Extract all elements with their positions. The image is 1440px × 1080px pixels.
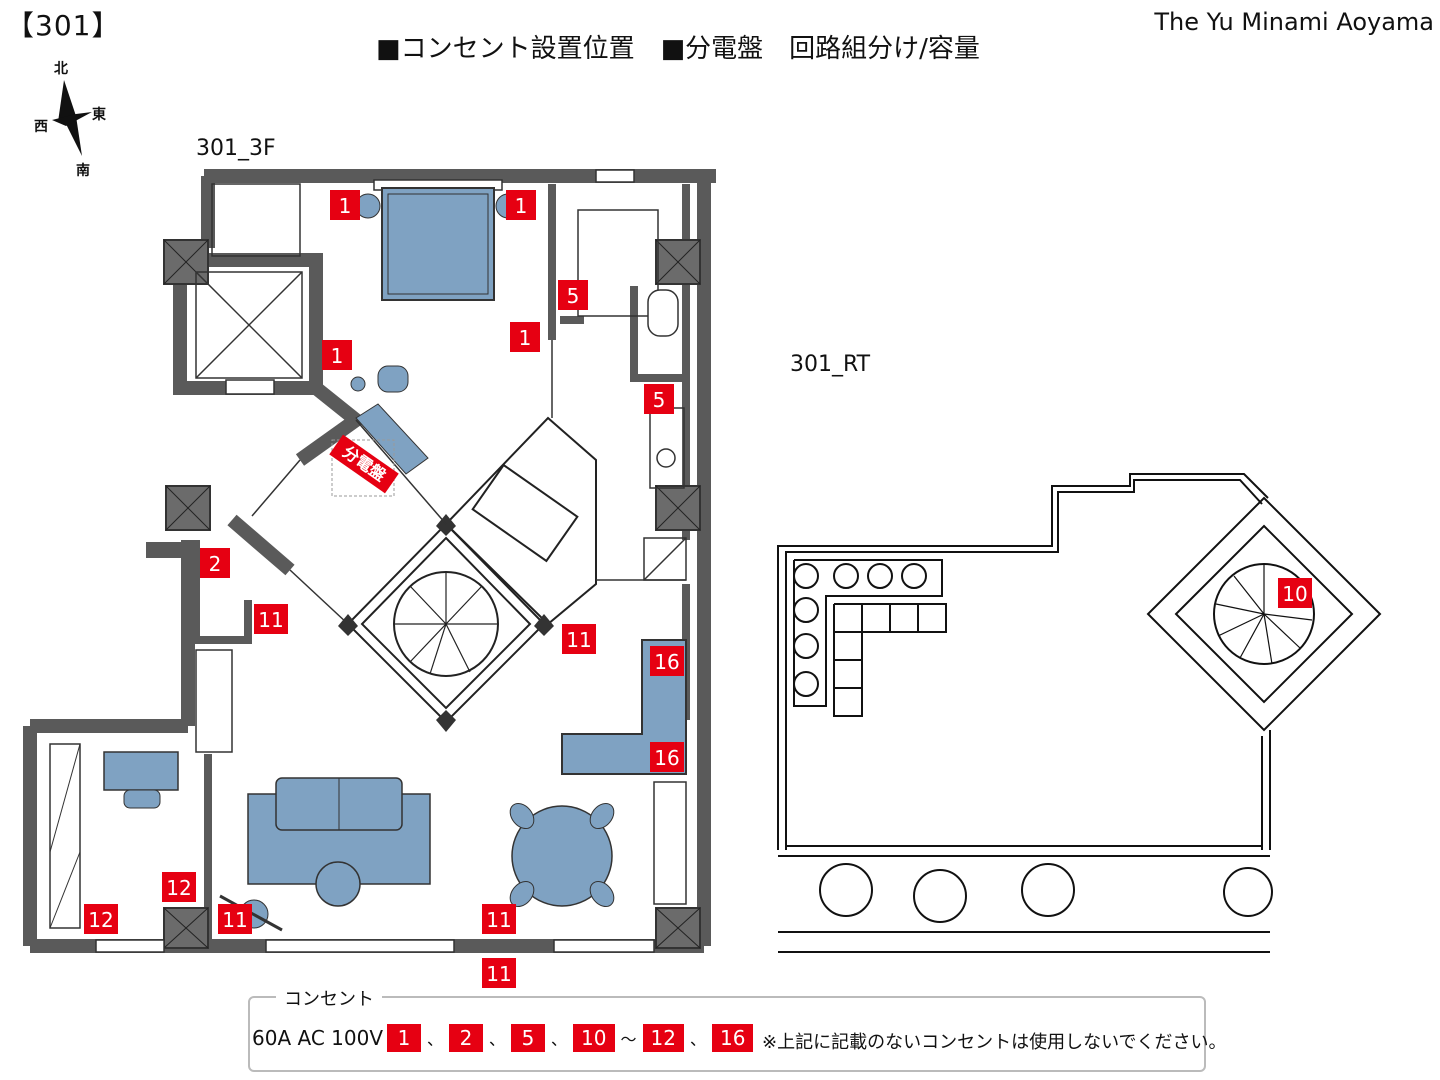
outlet-number: 1 (519, 326, 532, 350)
page-title: ■コンセント設置位置 ■分電盤 回路組分け/容量 (376, 34, 980, 64)
legend-separator: 、 (489, 1030, 506, 1049)
legend-row: 60A AC 100V 1 、 2 、 5 、 10 ～ 12 、 16 (252, 1020, 754, 1056)
legend-spec: 60A AC 100V (252, 1026, 383, 1050)
outlet-badge (558, 280, 588, 310)
outlet-number: 10 (1282, 582, 1307, 606)
outlet-badge (644, 384, 674, 414)
legend-separator: 、 (427, 1030, 444, 1049)
outlet-badge (330, 190, 360, 220)
legend-box (248, 996, 1206, 1072)
compass-west: 西 (34, 119, 48, 135)
legend-title: コンセント (276, 985, 382, 1011)
outlet-number: 2 (209, 552, 222, 576)
outlet-number: 11 (222, 908, 247, 932)
legend-chip: 12 (642, 1024, 684, 1052)
outlet-number: 11 (258, 608, 283, 632)
outlet-number: 1 (515, 194, 528, 218)
outlet-number: 11 (486, 962, 511, 986)
outlet-number: 16 (654, 650, 679, 674)
outlet-number: 11 (486, 908, 511, 932)
outlet-badge (650, 646, 684, 676)
outlet-number: 12 (88, 908, 113, 932)
outlet-badge (482, 958, 516, 988)
legend-chip: 10 (573, 1024, 615, 1052)
outlet-badge (562, 624, 596, 654)
outlet-badge (84, 904, 118, 934)
outlet-number: 12 (166, 876, 191, 900)
outlet-badge (650, 742, 684, 772)
legend-note: ※上記に記載のないコンセントは使用しないでください。 (762, 1032, 1227, 1053)
outlet-badge (162, 872, 196, 902)
outlet-badge (1278, 578, 1312, 608)
floor-label-rt: 301_RT (790, 352, 871, 377)
unit-number: 【301】 (6, 9, 121, 42)
legend-chip: 16 (711, 1024, 754, 1052)
outlet-badge (506, 190, 536, 220)
outlet-badge (218, 904, 252, 934)
outlet-badge (200, 548, 230, 578)
outlet-number: 11 (566, 628, 591, 652)
outlet-badge (510, 322, 540, 352)
compass-south: 南 (76, 163, 90, 179)
outlet-number: 1 (331, 344, 344, 368)
legend-chip: 2 (449, 1024, 484, 1052)
outlet-badge (322, 340, 352, 370)
outlet-number: 5 (653, 388, 666, 412)
legend-separator: 、 (689, 1030, 706, 1049)
legend-separator: ～ (620, 1030, 637, 1049)
brand-name: The Yu Minami Aoyama (1154, 8, 1434, 36)
floor-label-3f: 301_3F (196, 136, 276, 161)
legend-chip: 1 (387, 1024, 421, 1052)
legend-separator: 、 (551, 1030, 568, 1049)
compass-east: 東 (92, 107, 106, 123)
outlet-number: 1 (339, 194, 352, 218)
outlet-number: 16 (654, 746, 679, 770)
outlet-badge (482, 904, 516, 934)
outlet-badge (254, 604, 288, 634)
legend-chip: 5 (511, 1024, 546, 1052)
compass-north: 北 (54, 61, 68, 77)
outlet-number: 5 (567, 284, 580, 308)
